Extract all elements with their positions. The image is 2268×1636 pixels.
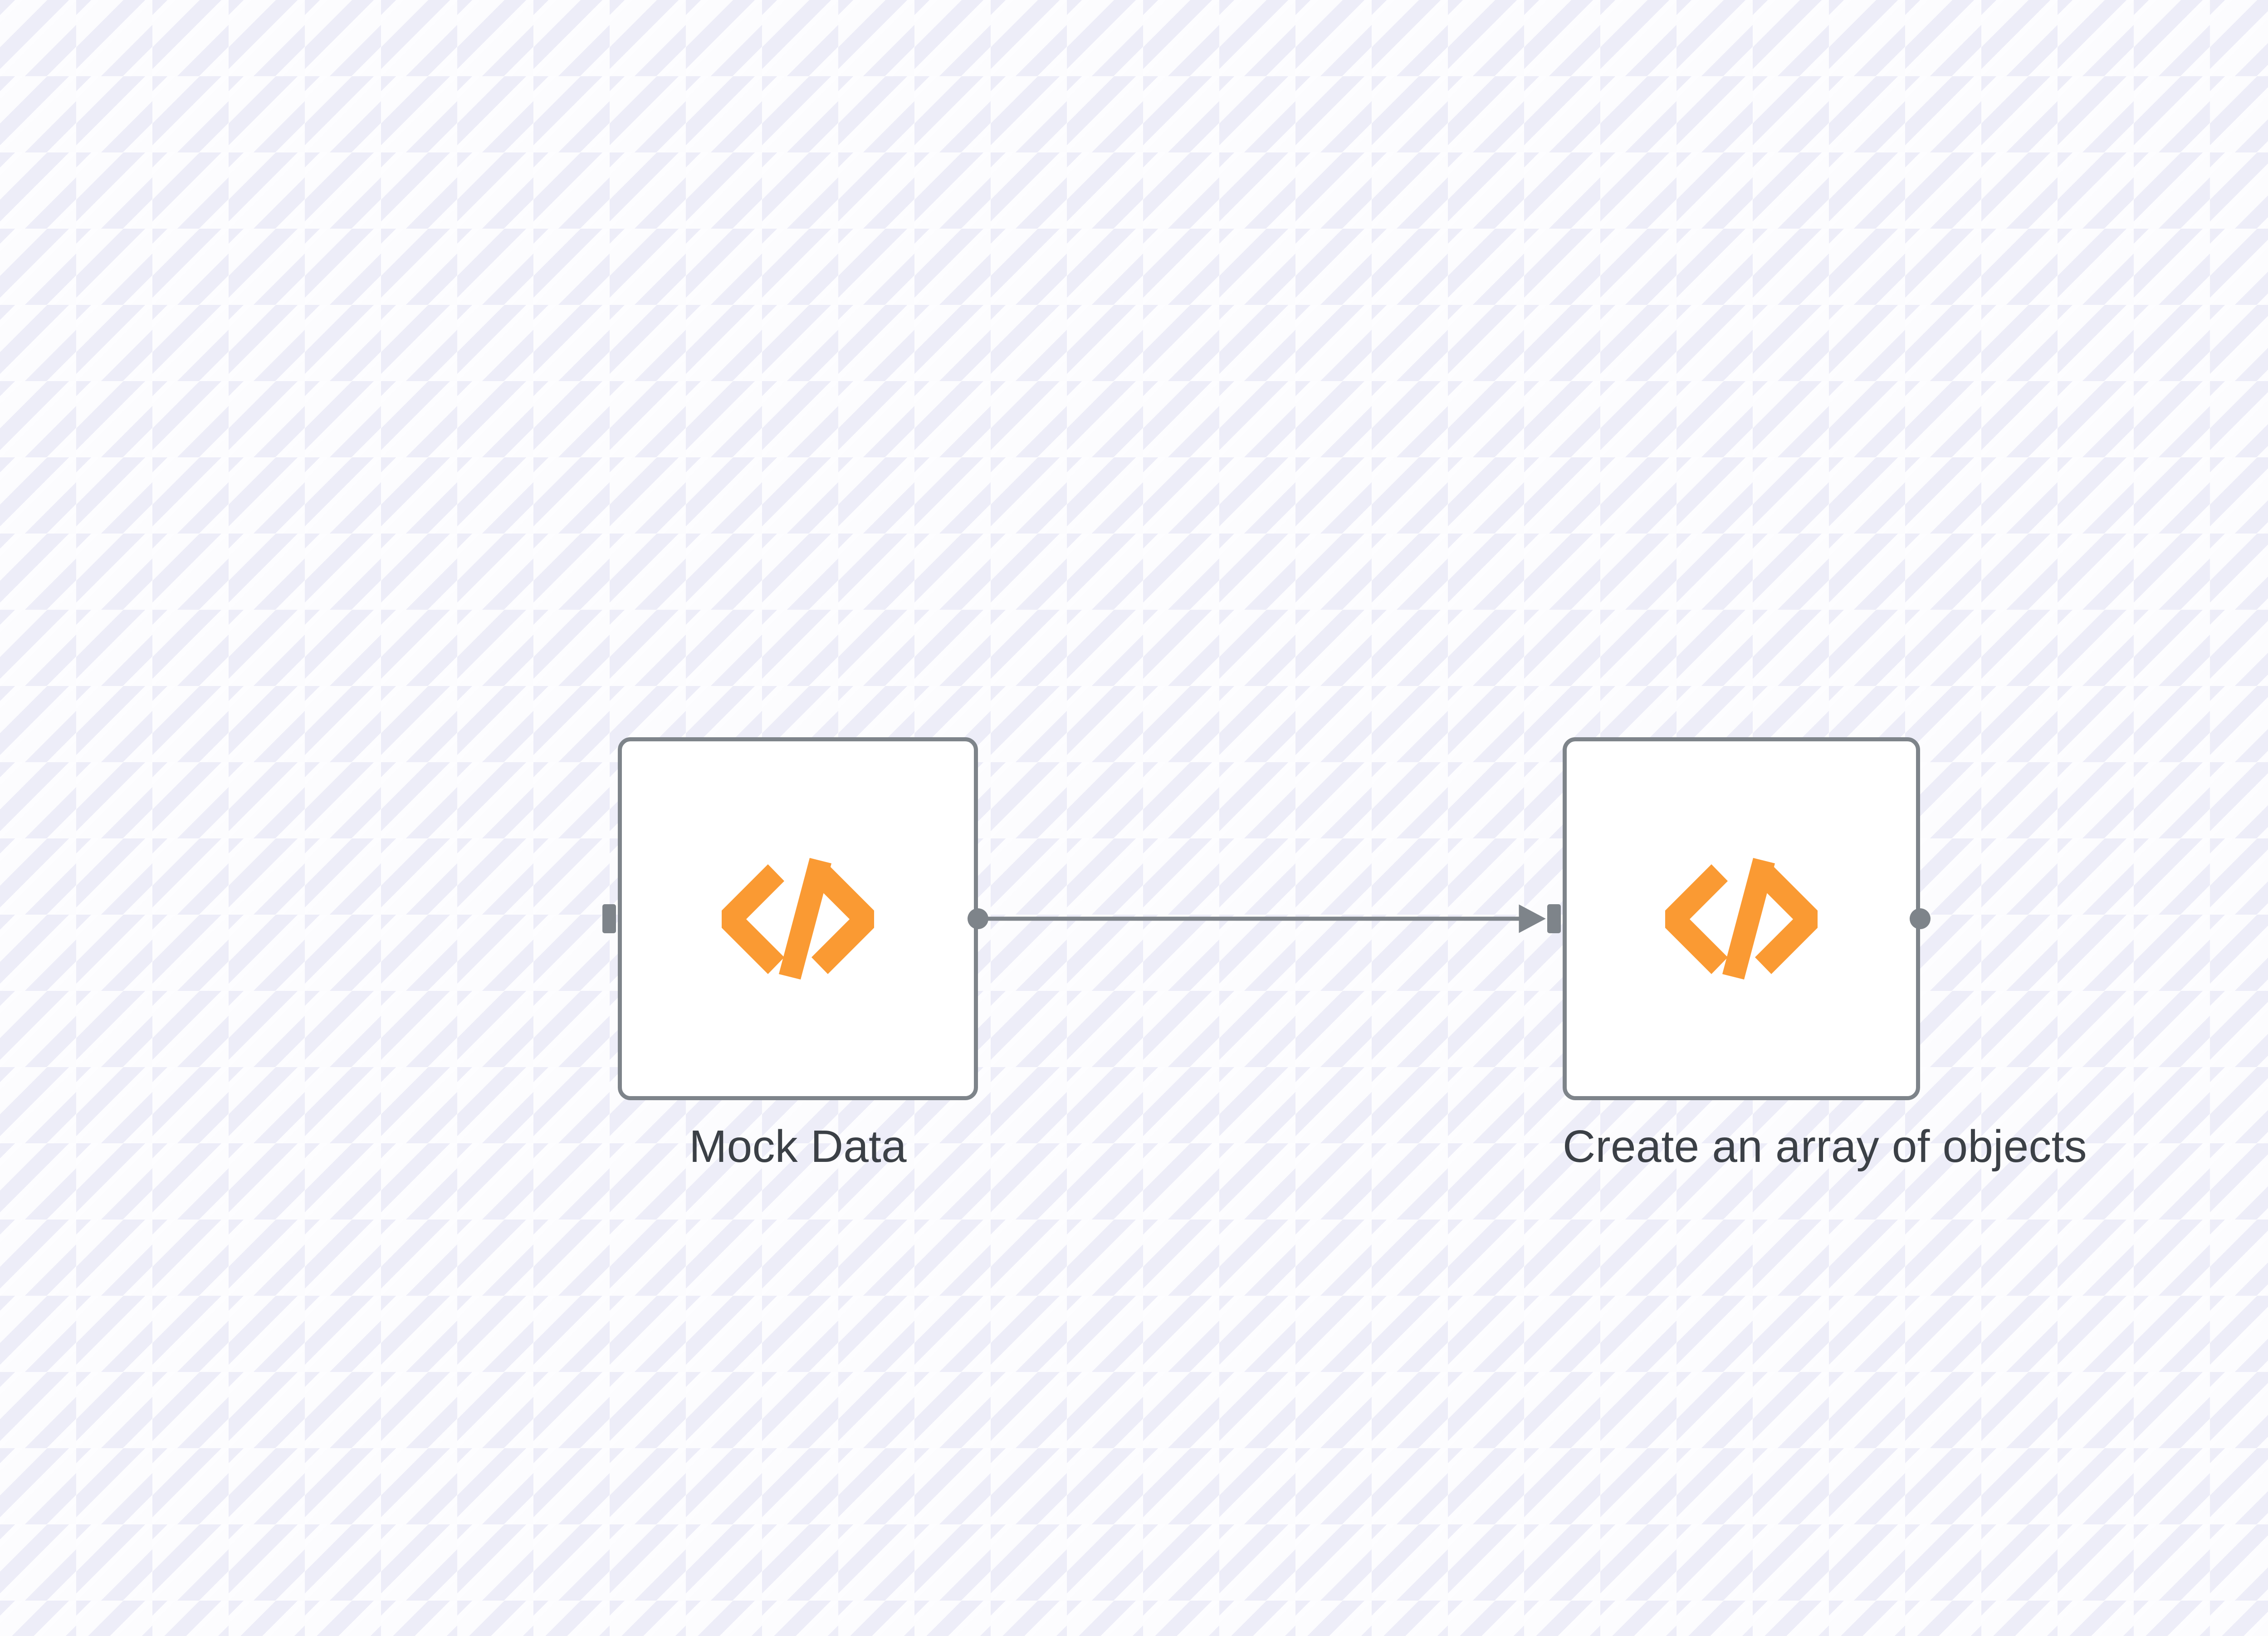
node-output-handle[interactable] xyxy=(968,908,988,929)
node-label: Create an array of objects xyxy=(1563,1121,2087,1172)
node-body[interactable] xyxy=(618,737,978,1100)
node-mock-data[interactable]: Mock Data xyxy=(602,737,988,1172)
node-input-handle[interactable] xyxy=(602,904,616,933)
node-body[interactable] xyxy=(1563,737,1920,1100)
node-input-handle[interactable] xyxy=(1547,904,1561,933)
code-brackets-icon xyxy=(721,850,875,988)
code-brackets-icon xyxy=(1664,850,1818,988)
node-create-array[interactable]: Create an array of objects xyxy=(1547,737,2087,1172)
node-output-handle[interactable] xyxy=(1910,908,1931,929)
node-label: Mock Data xyxy=(689,1121,907,1172)
